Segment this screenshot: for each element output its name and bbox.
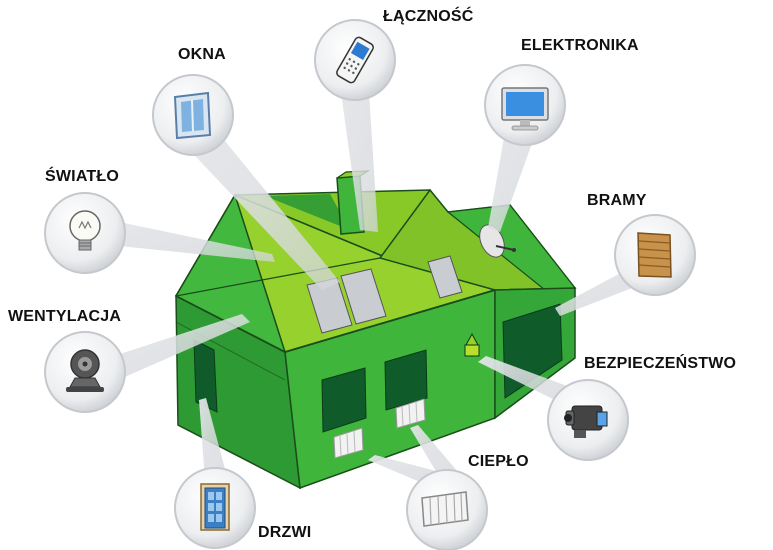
pointer-drzwi (199, 398, 228, 480)
pointer-cieplo-b (410, 425, 458, 478)
pointers (108, 78, 640, 482)
front-window-left (321, 367, 367, 433)
radiator-icon (421, 491, 469, 527)
label-cieplo: CIEPŁO (468, 453, 529, 470)
video-camera-icon (564, 405, 608, 438)
pointer-wentylacja (108, 314, 250, 380)
house-radiator-left (333, 427, 364, 459)
bubble-lacznosc (314, 19, 396, 101)
pointer-okna (180, 125, 340, 290)
pointer-bramy (555, 268, 640, 316)
bubble-bezpieczenstwo (547, 379, 629, 461)
label-drzwi: DRZWI (258, 524, 312, 541)
bubble-swiatlo (44, 192, 126, 274)
security-sensor (464, 332, 480, 357)
side-door (193, 339, 218, 413)
bubble-cieplo (406, 469, 488, 550)
label-elektronika: ELEKTRONIKA (521, 37, 639, 54)
window-icon (173, 91, 212, 140)
bubble-drzwi (174, 467, 256, 549)
monitor-icon (501, 87, 549, 131)
door-icon (200, 483, 230, 531)
house-radiator-right (395, 398, 426, 429)
label-bezpieczenstwo: BEZPIECZEŃSTWO (584, 355, 737, 372)
bubble-elektronika (484, 64, 566, 146)
pointer-bezpieczenstwo (478, 356, 578, 405)
bubble-wentylacja (44, 331, 126, 413)
ventilation-fan-icon (66, 349, 104, 392)
satellite-dish (479, 224, 516, 258)
roof-window-3 (427, 255, 463, 299)
label-bramy: BRAMY (587, 192, 647, 209)
label-wentylacja: WENTYLACJA (8, 308, 122, 325)
pointer-elektronika (488, 132, 535, 232)
bubble-okna (152, 74, 234, 156)
label-okna: OKNA (178, 46, 226, 63)
mobile-phone-icon (336, 36, 374, 84)
roof-window-2 (340, 268, 387, 325)
label-lacznosc: ŁĄCZNOŚĆ (383, 8, 474, 25)
label-swiatlo: ŚWIATŁO (45, 168, 119, 185)
pointer-lacznosc (340, 78, 378, 232)
pointer-cieplo-a (368, 455, 440, 482)
front-window-right (384, 349, 428, 411)
bubble-bramy (614, 214, 696, 296)
roof-shadow (265, 194, 350, 230)
pointer-swiatlo (110, 220, 275, 262)
garage-door-icon (637, 232, 672, 278)
light-bulb-icon (69, 210, 101, 251)
